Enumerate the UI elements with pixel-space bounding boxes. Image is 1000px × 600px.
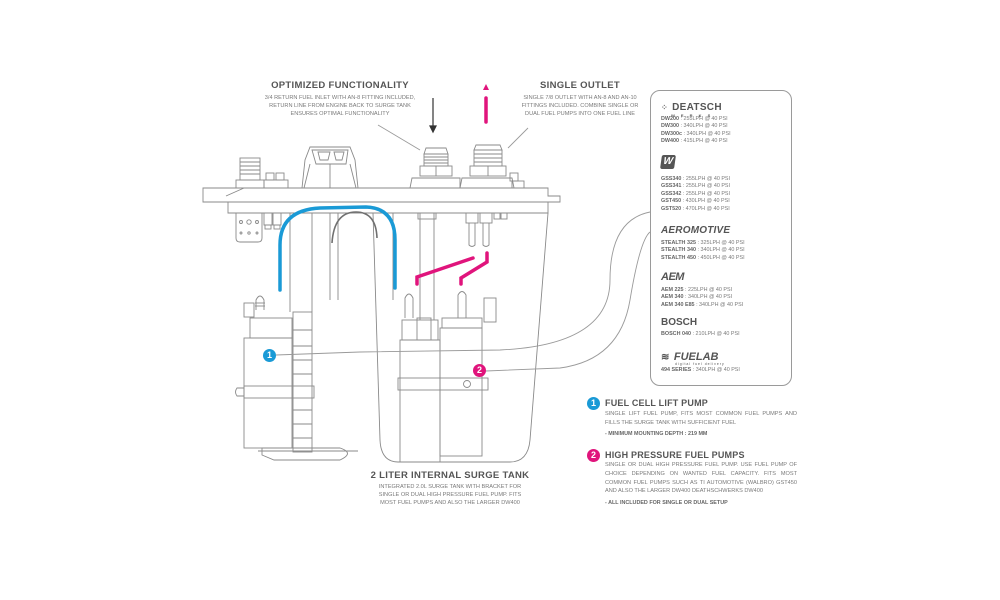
spec-list-walbro: GSS340 : 255LPH @ 40 PSI GSS341 : 255LPH… [661,176,730,213]
marker-lift-pump: 1 [263,349,276,362]
spec-list-deatschwerks: DW200 : 255LPH @ 40 PSI DW300 : 340LPH @… [661,116,731,146]
marker-high-pressure-pump: 2 [473,364,486,377]
callout-surge-tank-line: MOST FUEL PUMPS AND ALSO THE LARGER DW40… [380,500,520,506]
legend-title-lift-pump: FUEL CELL LIFT PUMP [605,398,708,408]
callout-single-outlet-line: FITTINGS INCLUDED. COMBINE SINGLE OR [521,103,639,109]
callout-optimized-line: 3/4 RETURN FUEL INLET WITH AN-8 FITTING … [264,95,416,101]
spec-item: AEM 340 : 340LPH @ 40 PSI [661,294,733,301]
spec-list-aeromotive: STEALTH 325 : 325LPH @ 40 PSI STEALTH 34… [661,240,745,262]
callout-single-outlet: SINGLE OUTLET SINGLE 7/8 OUTLET WITH AN-… [490,80,670,118]
spec-item: 494 SERIES : 340LPH @ 40 PSI [661,367,740,373]
handle-bracket [301,146,359,189]
aeromotive-logo: AEROMOTIVE [661,225,731,236]
spec-item: STEALTH 340 : 340LPH @ 40 PSI [661,247,745,254]
legend-badge-2: 2 [587,449,600,462]
callout-single-outlet-title: SINGLE OUTLET [540,80,620,91]
legend-note-high-pressure: - ALL INCLUDED FOR SINGLE OR DUAL SETUP [605,500,728,506]
spec-item: GSS342 : 255LPH @ 40 PSI [661,190,731,197]
spec-item: GST450 : 430LPH @ 40 PSI [661,198,730,205]
return-arrow [429,98,437,134]
leader-optimized [377,124,421,151]
legend-title-high-pressure: HIGH PRESSURE FUEL PUMPS [605,450,745,460]
compatibility-panel: ⁘ DEATSCH W E R K S DW200 : 255LPH @ 40 … [650,90,792,386]
surge-tank [372,212,549,463]
spec-item: DW200 : 255LPH @ 40 PSI [661,116,728,122]
return-fitting [409,147,461,189]
spec-item: DW300c : 340LPH @ 40 PSI [661,130,731,137]
fuelab-icon: ≋ [661,352,670,363]
spec-item: GSS341 : 255LPH @ 40 PSI [661,183,731,190]
walbro-logo: W [660,155,676,169]
spec-item: STEALTH 450 : 450LPH @ 40 PSI [661,254,745,261]
aem-logo: AEM [661,271,684,283]
callout-single-outlet-line: SINGLE 7/8 OUTLET WITH AN-8 AND AN-10 [523,95,637,101]
callout-optimized-line: RETURN LINE FROM ENGINE BACK TO SURGE TA… [269,103,411,109]
spec-item: AEM 225 : 225LPH @ 40 PSI [661,287,733,293]
spec-item: DW300 : 340LPH @ 40 PSI [661,123,728,130]
side-bracket [235,212,282,243]
bosch-logo: BOSCH [661,317,698,328]
legend-text-lift-pump: SINGLE LIFT FUEL PUMP, FITS MOST COMMON … [605,411,797,426]
callout-optimized-title: OPTIMIZED FUNCTIONALITY [271,80,409,91]
spec-item: AEM 340 E85 : 340LPH @ 40 PSI [661,301,744,308]
leader-pump-2 [485,231,651,372]
callout-surge-tank-title: 2 LITER INTERNAL SURGE TANK [370,470,530,481]
deatschwerks-icon: ⁘ [661,103,668,112]
spec-list-aem: AEM 225 : 225LPH @ 40 PSI AEM 340 : 340L… [661,287,743,309]
legend-text-high-pressure: SINGLE OR DUAL HIGH PRESSURE FUEL PUMP. … [605,462,797,495]
callout-surge-tank-line: SINGLE OR DUAL HIGH PRESSURE FUEL PUMP. … [378,492,522,498]
legend-badge-1: 1 [587,397,600,410]
leader-pump-1 [275,211,651,356]
callout-surge-tank-line: INTEGRATED 2.0L SURGE TANK WITH BRACKET … [378,484,522,490]
plate-lower [227,201,549,214]
internal-return-line [331,211,378,244]
callout-single-outlet-line: DUAL FUEL PUMPS INTO ONE FUEL LINE [525,111,635,117]
return-flow-lines [278,205,397,292]
callout-surge-tank: 2 LITER INTERNAL SURGE TANK INTEGRATED 2… [350,470,550,507]
spec-item: BOSCH 040 : 210LPH @ 40 PSI [661,331,740,337]
high-pressure-pumps [397,291,497,463]
leader-single-outlet [507,127,529,149]
callout-optimized: OPTIMIZED FUNCTIONALITY 3/4 RETURN FUEL … [240,80,440,118]
outlet-flow-lines [415,96,489,286]
spec-item: DW400 : 415LPH @ 40 PSI [661,138,728,145]
lift-pump [235,295,358,461]
spec-list-bosch: BOSCH 040 : 210LPH @ 40 PSI [661,331,740,338]
spec-item: STEALTH 325 : 325LPH @ 40 PSI [661,240,745,246]
outlet-fitting [459,144,525,189]
fuelab-logo: ≋ FUELAB digital fuel delivery [661,351,725,366]
top-plate [202,187,561,203]
callout-optimized-line: ENSURES OPTIMAL FUNCTIONALITY [290,111,390,117]
legend-note-lift-pump: - MINIMUM MOUNTING DEPTH : 219 MM [605,431,708,437]
deatschwerks-logo: ⁘ DEATSCH W E R K S [661,102,722,118]
left-fitting [235,157,289,189]
spec-item: GSS340 : 255LPH @ 40 PSI [661,176,731,182]
return-tube [417,212,437,320]
spec-list-fuelab: 494 SERIES : 340LPH @ 40 PSI [661,367,740,374]
spec-item: GST520 : 470LPH @ 40 PSI [661,205,730,212]
outlet-stubs [465,212,508,247]
lift-pump-tube [289,213,313,312]
